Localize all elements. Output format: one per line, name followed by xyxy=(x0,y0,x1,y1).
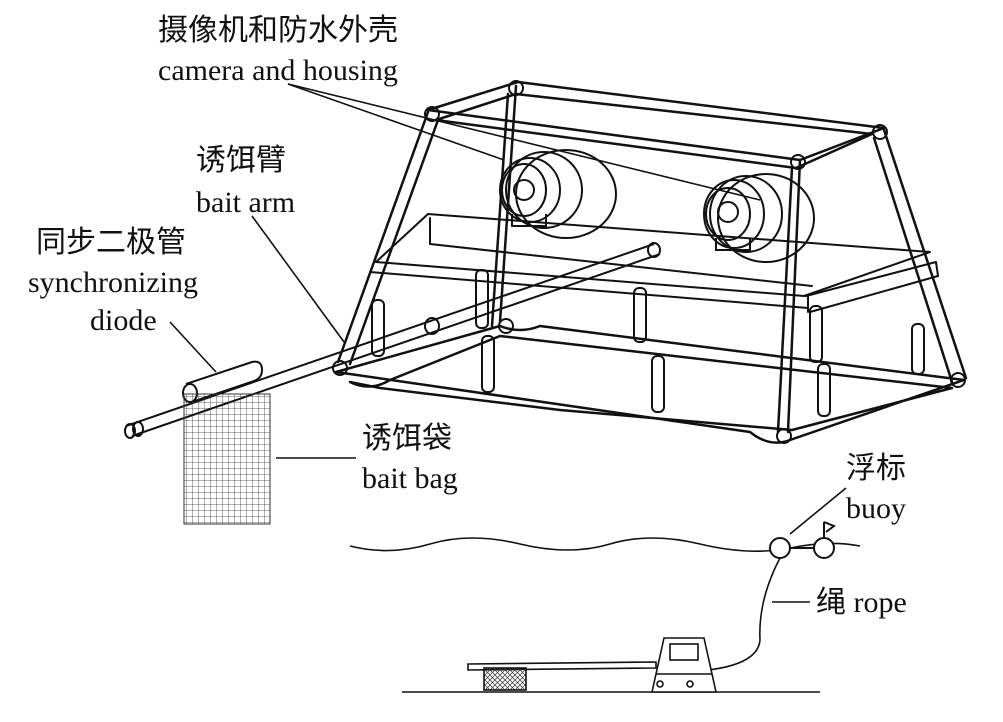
label-rope: 绳 rope xyxy=(816,586,907,619)
label-buoy-cn: 浮标 xyxy=(846,452,906,485)
label-diode-en-1: synchronizing xyxy=(28,266,198,299)
rope xyxy=(707,557,781,671)
label-diode-cn: 同步二极管 xyxy=(36,226,186,259)
label-buoy-en: buoy xyxy=(846,492,906,525)
frame-joints xyxy=(332,80,966,444)
label-bait-arm-cn: 诱饵臂 xyxy=(196,144,286,177)
label-diode-en-2: diode xyxy=(90,304,157,337)
label-bait-bag-en: bait bag xyxy=(362,462,458,495)
label-bait-arm-en: bait arm xyxy=(196,186,295,219)
labels: 摄像机和防水外壳 camera and housing 诱饵臂 bait arm… xyxy=(28,14,907,619)
camera-left xyxy=(499,149,617,239)
camera-right xyxy=(703,173,815,263)
label-bait-bag-cn: 诱饵袋 xyxy=(362,422,452,455)
frame xyxy=(332,80,968,444)
leader-lines xyxy=(169,83,847,603)
buoy xyxy=(769,521,837,559)
bait-bag xyxy=(183,393,271,525)
frame-top xyxy=(426,80,886,170)
seabed-unit xyxy=(402,637,820,693)
label-camera-en: camera and housing xyxy=(158,54,398,87)
frame-posts xyxy=(371,269,925,417)
label-camera-cn: 摄像机和防水外壳 xyxy=(158,14,398,47)
frame-shelf xyxy=(369,213,939,313)
